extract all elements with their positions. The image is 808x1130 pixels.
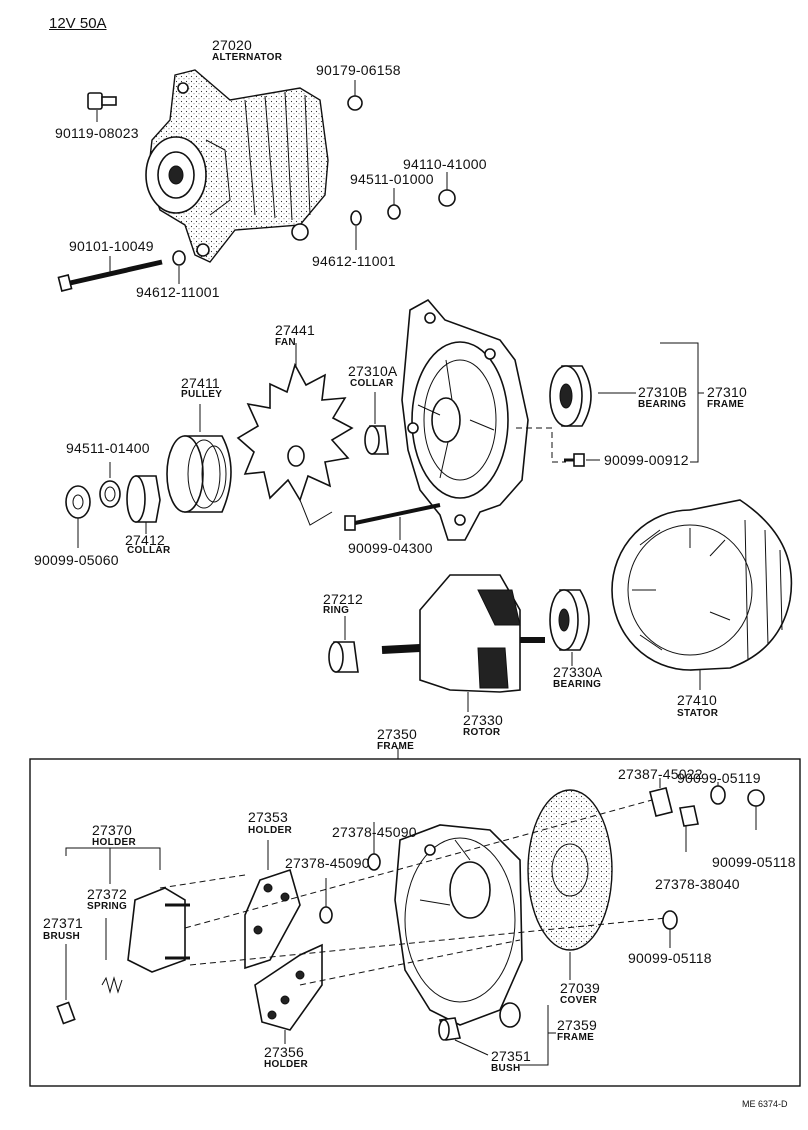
part-number-27310b: 27310B	[638, 384, 688, 400]
holder-27356	[254, 943, 323, 1031]
part-name-brush: BRUSH	[43, 931, 81, 942]
alternator-assembly-drawing	[145, 69, 329, 263]
stator-27410	[611, 499, 793, 671]
bearing-27330a	[549, 589, 590, 651]
part-number-90099-05118-a: 90099-05118	[712, 854, 796, 870]
part-name-pulley: PULLEY	[181, 389, 223, 400]
part-number-27378-38040: 27378-38040	[655, 876, 740, 892]
part-name-fan: FAN	[275, 337, 296, 348]
ring-27212	[328, 641, 359, 673]
part-number-27387-45022: 27387-45022	[618, 766, 703, 782]
part-number-27212: 27212	[323, 591, 363, 607]
part-number-90099-05060: 90099-05060	[34, 552, 119, 568]
cover-27039	[527, 789, 613, 951]
part-name-ring: RING	[323, 605, 350, 616]
part-number-27310: 27310	[707, 384, 747, 400]
washer-94511-01400	[99, 480, 121, 508]
part-number-90101-10049: 90101-10049	[69, 238, 154, 254]
part-number-90099-00912: 90099-00912	[604, 452, 689, 468]
part-number-90119-08023: 90119-08023	[55, 125, 139, 141]
part-number-27412: 27412	[125, 532, 165, 548]
part-name-holder-27370: HOLDER	[92, 837, 137, 848]
drawing-code: ME 6374-D	[742, 1099, 788, 1109]
part-number-94511-01400: 94511-01400	[66, 440, 150, 456]
part-number-90099-05119: 90099-05119	[677, 770, 761, 786]
part-number-27039: 27039	[560, 980, 600, 996]
part-name-frame-27359: FRAME	[557, 1032, 595, 1043]
part-name-collar-27412: COLLAR	[127, 545, 171, 556]
part-name-frame-front: FRAME	[707, 399, 745, 410]
brush-27371	[56, 1001, 76, 1025]
part-number-94612-11001-b: 94612-11001	[136, 284, 220, 300]
part-number-90099-05118-b: 90099-05118	[628, 950, 712, 966]
bush-27351	[438, 1017, 461, 1041]
bolt-90119-08023	[87, 92, 117, 110]
part-name-rotor: ROTOR	[463, 727, 501, 738]
part-number-27330a: 27330A	[553, 664, 603, 680]
part-number-94110-41000: 94110-41000	[403, 156, 487, 172]
holder-27353	[244, 868, 301, 970]
part-number-27378-45090-b: 27378-45090	[285, 855, 370, 871]
rear-frame-box	[29, 758, 801, 1087]
spring-27372	[101, 976, 123, 994]
part-number-27350: 27350	[377, 726, 417, 742]
part-number-27370: 27370	[92, 822, 132, 838]
fan-27441	[236, 362, 354, 526]
part-number-27310a: 27310A	[348, 363, 398, 379]
part-number-27410: 27410	[677, 692, 717, 708]
diagram-title: 12V 50A	[49, 15, 107, 32]
rotor-27330	[381, 574, 545, 693]
part-name-spring: SPRING	[87, 901, 128, 912]
part-name-cover: COVER	[560, 995, 598, 1006]
part-number-27353: 27353	[248, 809, 288, 825]
part-number-27359: 27359	[557, 1017, 597, 1033]
part-number-90099-04300: 90099-04300	[348, 540, 433, 556]
part-number-27378-45090-a: 27378-45090	[332, 824, 417, 840]
part-name-alternator: ALTERNATOR	[212, 52, 283, 63]
nut-90099-05060	[65, 485, 91, 519]
part-number-27372: 27372	[87, 886, 127, 902]
part-name-bush: BUSH	[491, 1063, 521, 1074]
washers-27378-45090	[319, 853, 381, 924]
part-name-holder-27356: HOLDER	[264, 1059, 309, 1070]
part-name-bearing-27330a: BEARING	[553, 679, 602, 690]
brush-holder-27370	[127, 887, 190, 973]
rear-frame-27359	[394, 824, 523, 1028]
collar-27412	[126, 475, 161, 523]
part-name-holder-27353: HOLDER	[248, 825, 293, 836]
part-name-collar-a: COLLAR	[350, 378, 394, 389]
bolt-90099-04300	[344, 503, 441, 531]
part-number-90179-06158: 90179-06158	[316, 62, 401, 78]
part-name-bearing-b: BEARING	[638, 399, 687, 410]
part-number-27371: 27371	[43, 915, 83, 931]
long-bolt-90101-10049	[57, 259, 163, 292]
part-number-94612-11001-a: 94612-11001	[312, 253, 396, 269]
part-number-27411: 27411	[181, 375, 220, 391]
screw-90099-00912	[564, 453, 585, 467]
part-number-94511-01000: 94511-01000	[350, 171, 434, 187]
bearing-27310b	[549, 365, 592, 427]
part-number-27351: 27351	[491, 1048, 531, 1064]
part-number-27330: 27330	[463, 712, 503, 728]
front-frame-27310	[401, 298, 529, 541]
part-number-27441: 27441	[275, 322, 315, 338]
part-number-27356: 27356	[264, 1044, 304, 1060]
part-name-frame-27350: FRAME	[377, 741, 415, 752]
part-name-stator: STATOR	[677, 708, 719, 719]
pulley-27411	[166, 435, 232, 513]
part-number-27020: 27020	[212, 37, 252, 53]
collar-27310a	[364, 425, 389, 455]
